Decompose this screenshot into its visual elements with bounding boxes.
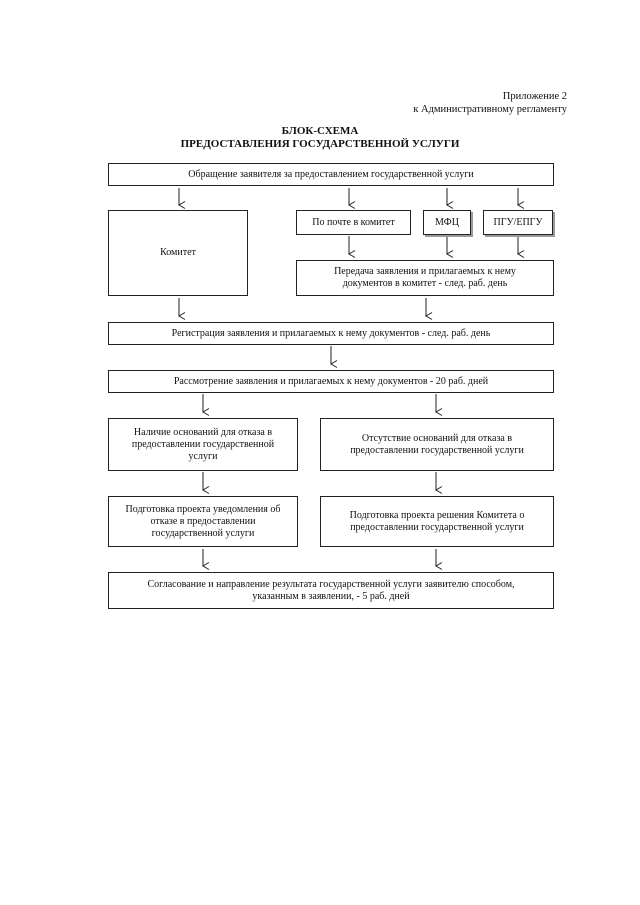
- title-line-1: БЛОК-СХЕМА: [281, 125, 359, 137]
- box-prepare-refusal: Подготовка проекта уведомления об отказе…: [108, 496, 298, 547]
- box-no-grounds-for-refusal-text: Отсутствие оснований для отказа в предос…: [350, 432, 524, 456]
- box-no-grounds-for-refusal: Отсутствие оснований для отказа в предос…: [320, 418, 554, 471]
- box-review-text: Рассмотрение заявления и прилагаемых к н…: [173, 375, 489, 387]
- box-registration-text: Регистрация заявления и прилагаемых к не…: [171, 327, 491, 339]
- box-appeal-text: Обращение заявителя за предоставлением г…: [188, 168, 474, 180]
- box-by-mail-text: По почте в комитет: [312, 216, 395, 228]
- box-prepare-decision-text: Подготовка проекта решения Комитета о пр…: [349, 509, 525, 533]
- box-review: Рассмотрение заявления и прилагаемых к н…: [108, 370, 554, 393]
- box-mfc: МФЦ: [423, 210, 471, 235]
- title-line-2: ПРЕДОСТАВЛЕНИЯ ГОСУДАРСТВЕННОЙ УСЛУГИ: [180, 138, 460, 150]
- box-committee-text: Комитет: [160, 247, 196, 258]
- appendix-reference: к Административному регламенту: [413, 104, 567, 115]
- box-transfer-text: Передача заявления и прилагаемых к нему …: [334, 266, 516, 289]
- box-prepare-refusal-text: Подготовка проекта уведомления об отказе…: [125, 503, 281, 539]
- box-mfc-text: МФЦ: [435, 216, 459, 228]
- box-result: Согласование и направление результата го…: [108, 572, 554, 609]
- box-result-text: Согласование и направление результата го…: [147, 578, 515, 602]
- box-pgu: ПГУ/ЕПГУ: [483, 210, 553, 235]
- box-by-mail: По почте в комитет: [296, 210, 411, 235]
- box-grounds-for-refusal-text: Наличие оснований для отказа в предостав…: [131, 426, 275, 462]
- box-prepare-decision: Подготовка проекта решения Комитета о пр…: [320, 496, 554, 547]
- appendix-number: Приложение 2: [502, 91, 567, 102]
- box-transfer: Передача заявления и прилагаемых к нему …: [296, 260, 554, 296]
- appendix-note: Приложение 2 к Административному регламе…: [413, 90, 567, 116]
- box-grounds-for-refusal: Наличие оснований для отказа в предостав…: [108, 418, 298, 471]
- box-pgu-text: ПГУ/ЕПГУ: [493, 216, 543, 228]
- page-title: БЛОК-СХЕМА ПРЕДОСТАВЛЕНИЯ ГОСУДАРСТВЕННО…: [0, 125, 640, 151]
- box-registration: Регистрация заявления и прилагаемых к не…: [108, 322, 554, 345]
- box-appeal: Обращение заявителя за предоставлением г…: [108, 163, 554, 186]
- box-committee: Комитет: [108, 210, 248, 296]
